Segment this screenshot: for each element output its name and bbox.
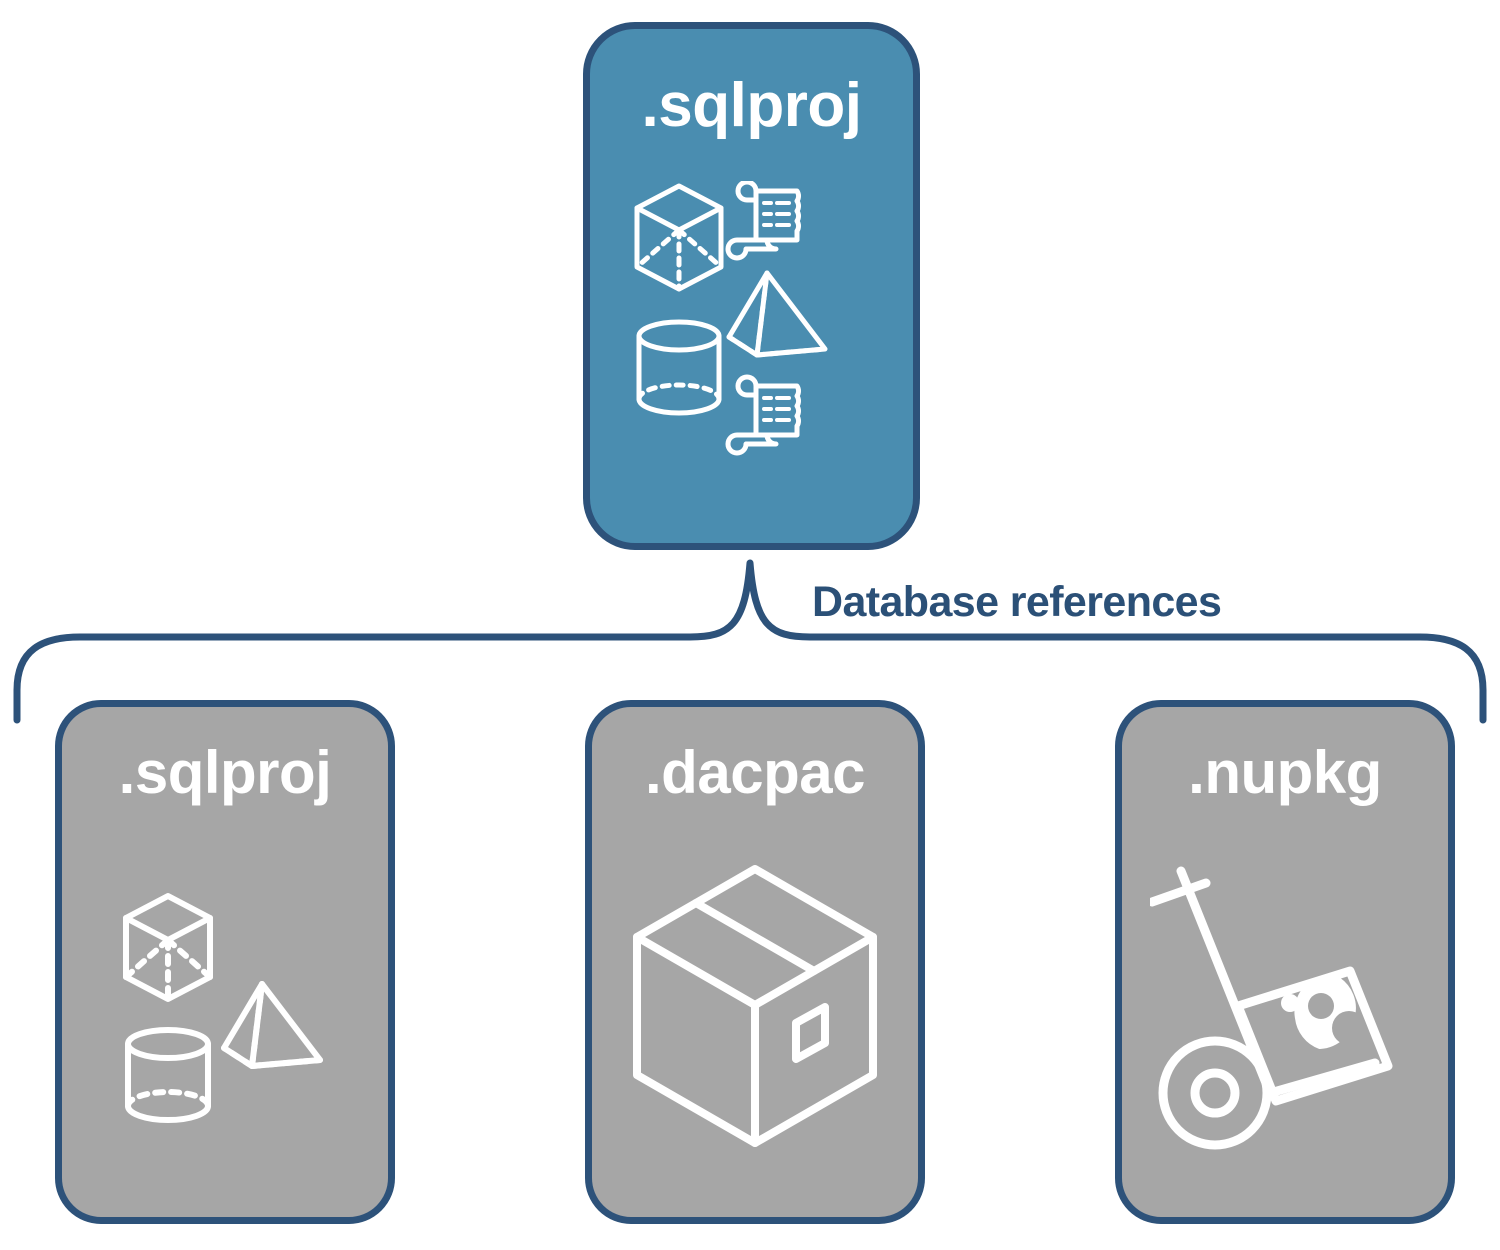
pyramid-wireframe-icon <box>221 981 323 1069</box>
package-box-icon <box>633 865 877 1147</box>
brace-label: Database references <box>812 578 1222 626</box>
reference-card-artwork-sqlproj <box>62 795 388 1217</box>
reference-card-dacpac[interactable]: .dacpac <box>585 700 925 1224</box>
cube-wireframe-icon <box>634 183 723 292</box>
reference-card-sqlproj[interactable]: .sqlproj <box>55 700 395 1224</box>
reference-card-title-sqlproj: .sqlproj <box>118 739 332 806</box>
reference-card-artwork-nupkg <box>1122 795 1448 1217</box>
cylinder-wireframe-icon <box>636 319 721 416</box>
scroll-script-icon-bottom <box>725 374 801 456</box>
scroll-script-icon-top <box>725 181 801 261</box>
cube-wireframe-icon <box>123 893 213 1002</box>
pyramid-wireframe-icon <box>726 270 827 358</box>
cylinder-wireframe-icon <box>125 1027 211 1123</box>
database-objects-icon-group <box>634 181 827 456</box>
brace-path <box>13 559 1487 724</box>
reference-card-artwork-dacpac <box>592 795 918 1217</box>
reference-card-title-dacpac: .dacpac <box>645 739 865 806</box>
hand-truck-package-icon <box>1150 866 1393 1150</box>
database-objects-icon-group <box>123 893 323 1123</box>
reference-card-title-nupkg: .nupkg <box>1188 739 1382 806</box>
root-card-artwork <box>590 119 913 543</box>
reference-card-nupkg[interactable]: .nupkg <box>1115 700 1455 1224</box>
root-card-sqlproj[interactable]: .sqlproj <box>583 22 920 550</box>
root-card-title: .sqlproj <box>641 71 862 140</box>
